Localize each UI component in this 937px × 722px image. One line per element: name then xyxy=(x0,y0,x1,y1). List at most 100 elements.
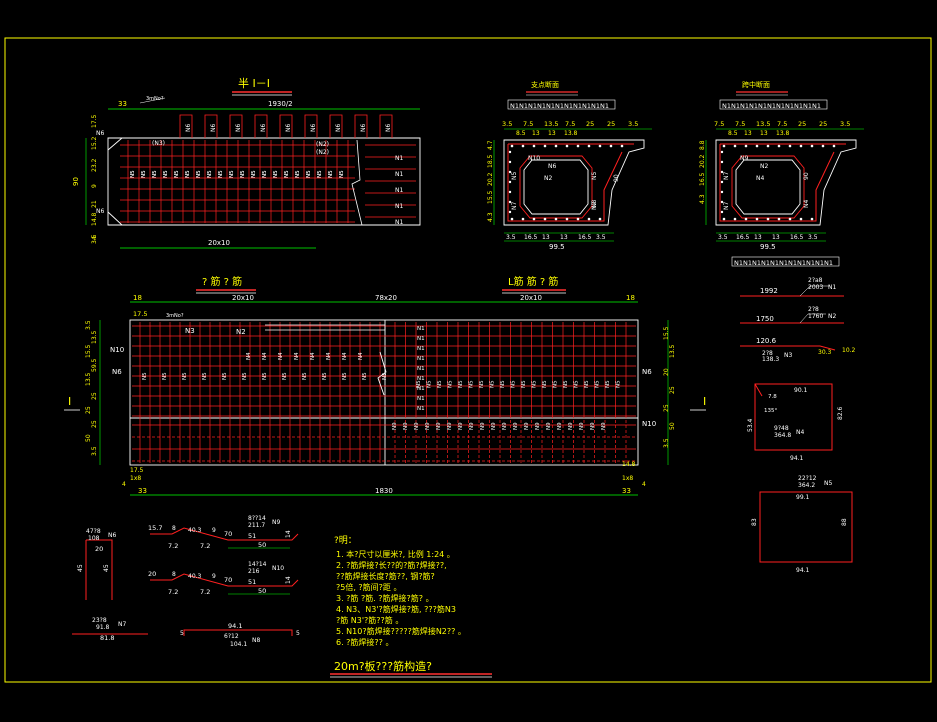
sup-side-dim: 15.5 xyxy=(487,190,494,204)
plan-left-dim: 25 xyxy=(85,406,92,414)
plan-left-mark: N3 xyxy=(185,327,195,335)
plan-left-dim: 3.5 xyxy=(91,446,98,456)
half-tag-top: N6 xyxy=(260,124,267,132)
half-side-mark: (N2) xyxy=(316,141,329,148)
plan-n5-label: N5 xyxy=(416,380,422,388)
half-rebar-label: N5 xyxy=(251,170,257,178)
n5-label: 22?12 xyxy=(798,475,817,482)
n9-dim: 8 xyxy=(172,525,176,532)
plan-right-dim: 25 xyxy=(663,404,670,412)
n8-dim: 94.1 xyxy=(228,622,242,630)
mid-top-dim: 7.5 xyxy=(714,120,724,128)
sup-bottom-dim: 13 xyxy=(542,234,550,241)
plan-rebar-grid xyxy=(132,322,636,463)
mid-inner-tag: N7 xyxy=(723,172,730,180)
half-rebar-label: N5 xyxy=(141,170,147,178)
half-side-dim: 23.2 xyxy=(91,158,98,172)
plan-n4-label: N4 xyxy=(358,352,364,360)
n7-dim: 81.8 xyxy=(100,634,114,642)
n9-tag: N9 xyxy=(272,519,280,526)
plan-left-dim: 50 xyxy=(85,434,92,442)
plan-n5-label: N5 xyxy=(437,380,443,388)
sup-bottom-dim: 16.5 xyxy=(578,234,592,241)
note-line: 4. N3、N3'?筋焊接?筋, ???筋N3 xyxy=(336,604,456,614)
half-rebar-label: N5 xyxy=(185,170,191,178)
plan-n9-label: N9 xyxy=(491,422,497,430)
mid-inner-tag: 90 xyxy=(803,172,810,180)
notes-heading: ?明： xyxy=(334,535,357,546)
n2-label: 2?8 xyxy=(808,306,819,313)
plan-n4-label: N4 xyxy=(262,352,268,360)
plan-n5-label: N5 xyxy=(605,380,611,388)
n3-dim: 120.6 xyxy=(756,337,777,345)
plan-left-mark: 17.5 xyxy=(133,310,147,318)
plan-n9-label: N9 xyxy=(524,422,530,430)
half-rebar-label: N5 xyxy=(152,170,158,178)
plan-n5-label: N5 xyxy=(222,372,228,380)
sup-inner-tag: N5 xyxy=(591,172,598,180)
half-rebar-label: N5 xyxy=(196,170,202,178)
plan-n9-label: N9 xyxy=(579,422,585,430)
plan-n9-label: N9 xyxy=(590,422,596,430)
plan-n5-label: N5 xyxy=(584,380,590,388)
plan-n5-label: N5 xyxy=(322,372,328,380)
n9-dim: 40.3 xyxy=(188,527,202,534)
half-rebar-label: N5 xyxy=(328,170,334,178)
sup-side-dim: 4.7 xyxy=(487,140,494,150)
plan-right-side: N10 xyxy=(642,420,656,428)
note-line: 3. ?筋 ?筋. ?筋焊接?筋? 。 xyxy=(336,593,434,603)
half-rebar-label: N5 xyxy=(240,170,246,178)
n1-dim: 1992 xyxy=(760,287,778,295)
plan-n5-label: N5 xyxy=(142,372,148,380)
mid-side-dims: 8.820.216.54.3 xyxy=(699,140,706,204)
plan-n9-label: N9 xyxy=(447,422,453,430)
mid-inner-tag: N4 xyxy=(756,175,764,182)
mid-top-dim2: 8.5 xyxy=(728,130,738,137)
plan-bottom-small: 1x8 xyxy=(130,475,141,482)
plan-right-dim: 50 xyxy=(669,422,676,430)
n10-dim: 7.2 xyxy=(200,588,210,596)
n10-dim: 14 xyxy=(285,576,292,584)
sup-inner-tag: N7 xyxy=(591,202,598,210)
mid-top-dim: 25 xyxy=(819,120,827,128)
sup-side-dim: 18.5 xyxy=(487,154,494,168)
n1-tag: N1 xyxy=(828,284,836,291)
half-left-dim: 33 xyxy=(118,100,127,108)
mid-top-dim2: 13 xyxy=(760,130,768,137)
plan-n5-label: N5 xyxy=(362,372,368,380)
sup-side-dim: 4.3 xyxy=(487,212,494,222)
plan-n5-label: N5 xyxy=(458,380,464,388)
plan-left-dim: 15.5 xyxy=(85,344,92,358)
sup-bottom-dim: 3.5 xyxy=(506,234,516,241)
sup-top-dim: 7.5 xyxy=(523,120,533,128)
plan-n4-label: N4 xyxy=(246,352,252,360)
support-total: 99.5 xyxy=(549,243,565,251)
sup-inner-tag: 90 xyxy=(613,174,620,182)
mid-inner-tag: N9 xyxy=(740,155,748,162)
mid-side-dim: 16.5 xyxy=(699,172,706,186)
note-line: ?5倍, ?筋间?距 。 xyxy=(336,582,401,592)
half-rebar-label: N5 xyxy=(229,170,235,178)
n6-label: 47?8 xyxy=(86,528,101,535)
half-tag-top: N6 xyxy=(335,124,342,132)
n2-dim: 1750 xyxy=(756,315,774,323)
notes-block: ?明： 1. 本?尺寸以厘米?, 比例 1:24 。2. ?筋焊接?长??的?筋… xyxy=(330,535,492,678)
n8-dim: 5 xyxy=(296,630,300,637)
plan-n4-label: N4 xyxy=(326,352,332,360)
plan-n5-label: N5 xyxy=(500,380,506,388)
plan-right-dim: 20 xyxy=(663,368,670,376)
n9-dim: 50 xyxy=(258,541,266,549)
n10-label: 14?14 xyxy=(248,561,267,568)
plan-n5-label: N5 xyxy=(182,372,188,380)
half-side-mark: N6 xyxy=(96,208,104,215)
plan-top-dim: 20x10 xyxy=(232,294,254,302)
n10-len: 216 xyxy=(248,568,260,575)
